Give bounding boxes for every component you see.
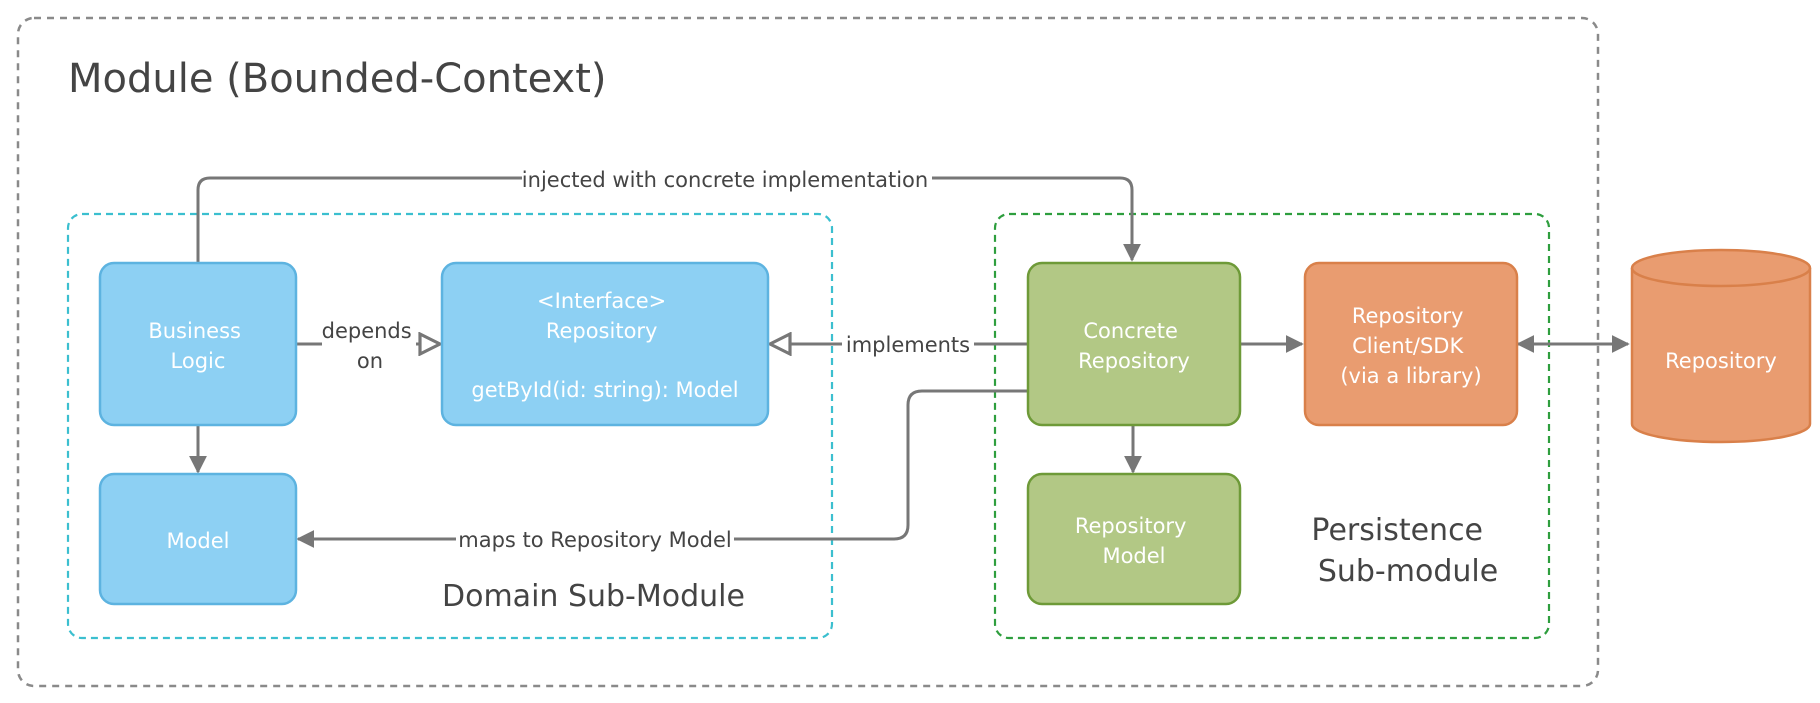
database-top — [1630, 248, 1812, 288]
edge-maps-label-bg — [456, 524, 734, 554]
depends-line-2: on — [357, 349, 383, 373]
interface-method: getById(id: string): Model — [471, 378, 738, 402]
interface-name: Repository — [546, 319, 658, 343]
client-line-2: Client/SDK — [1352, 334, 1464, 358]
business-logic-line-2: Logic — [171, 349, 226, 373]
repository-client-label: Repository Client/SDK (via a library) — [1340, 304, 1481, 388]
concrete-line-2: Repository — [1078, 349, 1190, 373]
interface-stereotype: <Interface> — [537, 289, 666, 313]
depends-line-1: depends — [322, 319, 412, 343]
edge-maps-to — [296, 389, 1028, 548]
edge-injected-label: injected with concrete implementation — [522, 168, 928, 192]
edge-maps-label: maps to Repository Model — [458, 528, 731, 552]
persistence-title-line-2: Sub-module — [1318, 554, 1498, 589]
persistence-submodule-title: Persistence Sub-module — [1311, 513, 1498, 589]
edge-depends-label: depends on — [322, 319, 419, 373]
persistence-title-line-1: Persistence — [1311, 513, 1483, 548]
edge-injected-label-bg — [522, 164, 932, 194]
domain-submodule-title: Domain Sub-Module — [442, 579, 745, 614]
node-interface-repository[interactable]: <Interface> Repository getById(id: strin… — [440, 261, 770, 427]
database-label: Repository — [1665, 349, 1777, 373]
node-model[interactable]: Model — [98, 472, 298, 606]
interface-repository-label: <Interface> Repository getById(id: strin… — [471, 289, 738, 402]
database-body — [1630, 268, 1812, 444]
edge-implements-label-bg — [842, 330, 974, 360]
node-business-logic[interactable]: Business Logic — [98, 261, 298, 427]
module-title: Module (Bounded-Context) — [68, 56, 607, 102]
node-repository-database[interactable]: Repository — [1630, 248, 1812, 444]
node-concrete-repository[interactable]: Concrete Repository — [1026, 261, 1242, 427]
repository-model-label: Repository Model — [1075, 514, 1193, 568]
model-label: Model — [166, 529, 229, 553]
concrete-repository-label: Concrete Repository — [1078, 319, 1190, 373]
edge-depends-label-bg — [322, 314, 416, 374]
concrete-line-1: Concrete — [1083, 319, 1178, 343]
repo-model-line-2: Model — [1102, 544, 1165, 568]
edge-implements-label: implements — [846, 333, 970, 357]
business-logic-line-1: Business — [148, 319, 241, 343]
client-line-1: Repository — [1352, 304, 1464, 328]
node-repository-model[interactable]: Repository Model — [1026, 472, 1242, 606]
persistence-submodule-boundary — [993, 212, 1551, 640]
client-line-3: (via a library) — [1340, 364, 1481, 388]
node-repository-client[interactable]: Repository Client/SDK (via a library) — [1303, 261, 1519, 427]
repo-model-line-1: Repository — [1075, 514, 1187, 538]
business-logic-label: Business Logic — [148, 319, 247, 373]
